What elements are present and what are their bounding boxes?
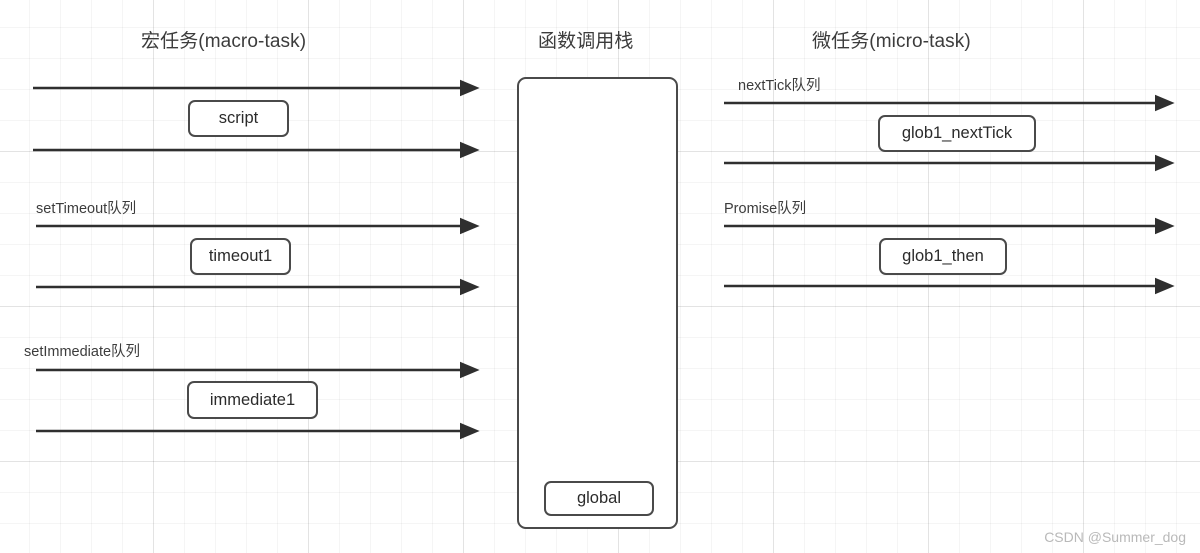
task-box-timeout1[interactable]: timeout1 — [190, 238, 291, 275]
call-stack-container: global — [517, 77, 678, 529]
task-box-glob1-then[interactable]: glob1_then — [879, 238, 1007, 275]
macro-task-column-title: 宏任务(macro-task) — [141, 31, 307, 52]
watermark: CSDN @Summer_dog — [1044, 529, 1186, 545]
queue-label-nexttick: nextTick队列 — [738, 78, 821, 94]
queue-label-settimeout: setTimeout队列 — [36, 201, 137, 217]
stack-frame-global[interactable]: global — [544, 481, 654, 516]
task-box-immediate1[interactable]: immediate1 — [187, 381, 318, 419]
task-box-glob1-nexttick[interactable]: glob1_nextTick — [878, 115, 1036, 152]
task-box-script[interactable]: script — [188, 100, 289, 137]
queue-label-setimmediate: setImmediate队列 — [24, 344, 141, 360]
call-stack-column-title: 函数调用栈 — [538, 31, 634, 52]
queue-label-promise: Promise队列 — [724, 201, 807, 217]
micro-task-column-title: 微任务(micro-task) — [812, 31, 971, 52]
